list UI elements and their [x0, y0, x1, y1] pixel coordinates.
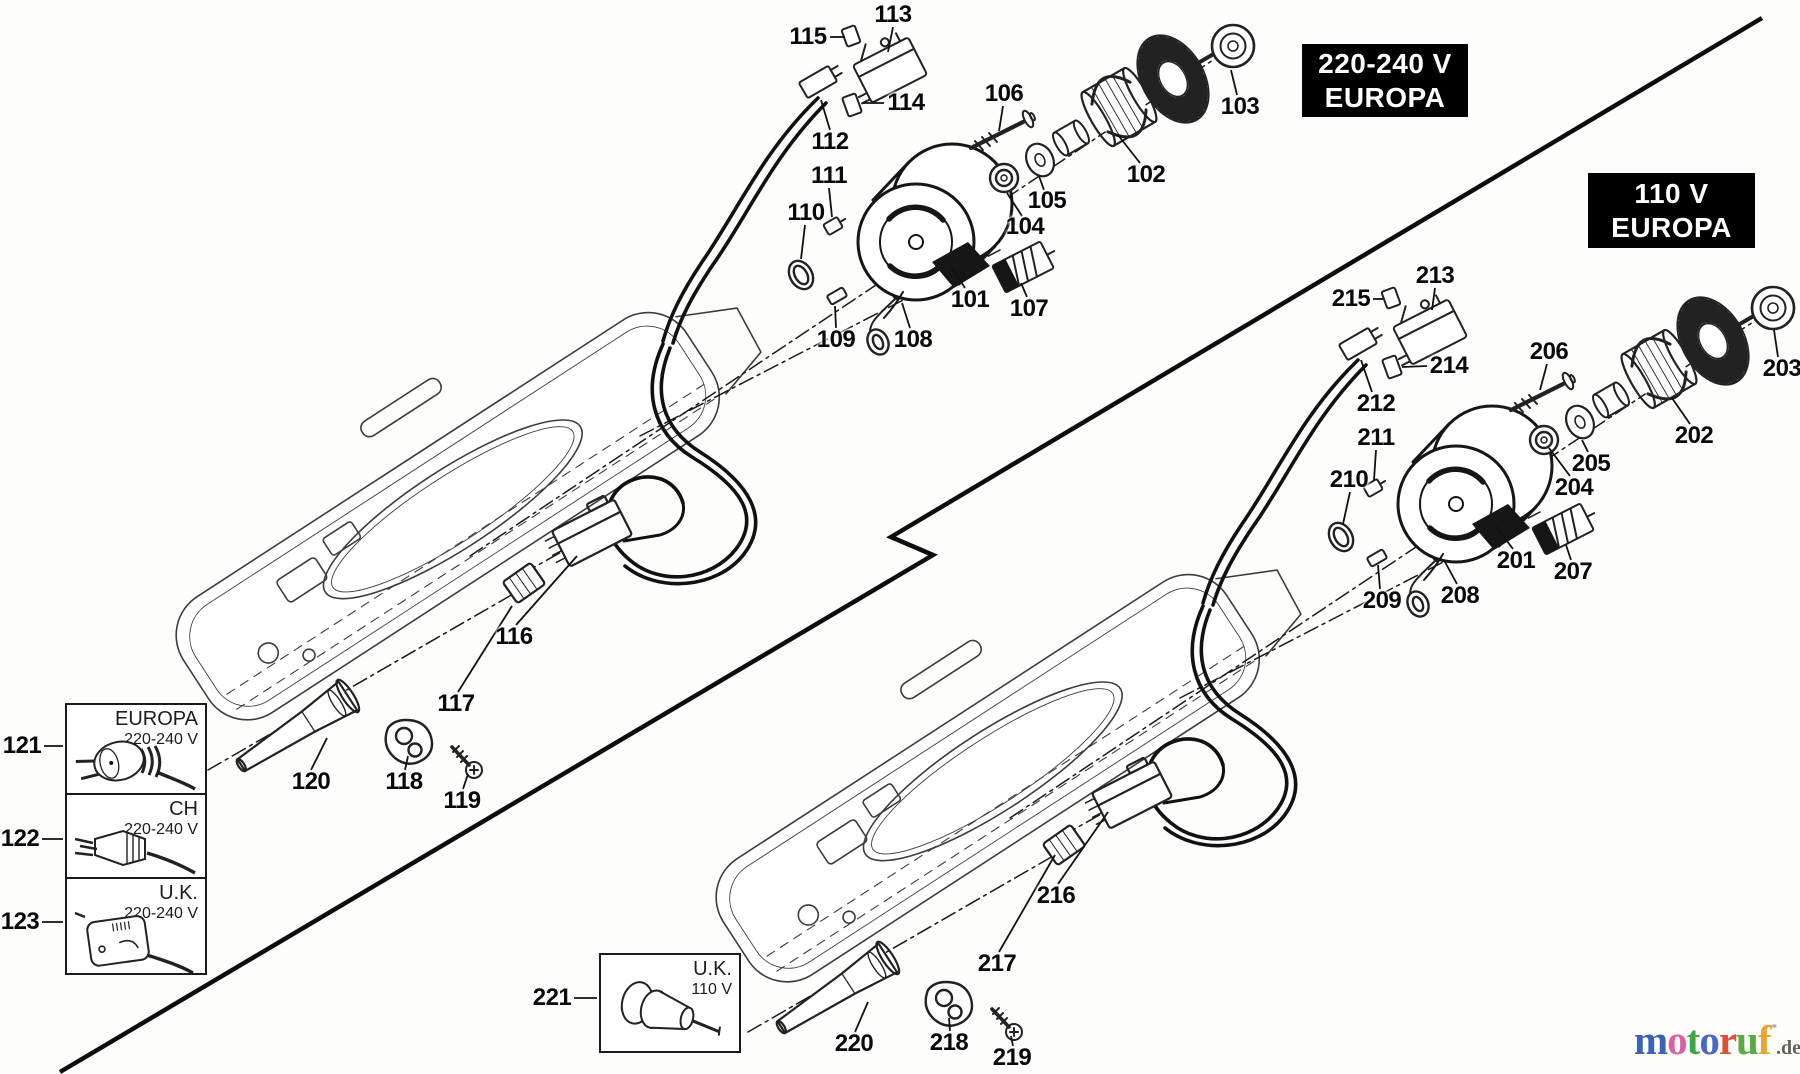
clamp-screw-drawing — [450, 745, 483, 779]
leader-line-214 — [1401, 365, 1428, 368]
leader-line-108 — [901, 302, 911, 329]
logo-letter: m — [1634, 1017, 1668, 1063]
plug-voltage-label: 220-240 V — [124, 731, 198, 748]
leader-line-220 — [854, 1001, 869, 1033]
leader-line-206 — [1539, 363, 1548, 391]
plug-cell-uk110: U.K. 110 V — [601, 955, 739, 1051]
badge-region-text: EUROPA — [1611, 211, 1732, 243]
plug-region-label: U.K. — [693, 958, 732, 980]
leader-line-207 — [1565, 544, 1572, 561]
logo-letter: o — [1667, 1017, 1687, 1063]
logo-letter: o — [1699, 1017, 1719, 1063]
plug-region-label: EUROPA — [115, 708, 198, 730]
leader-line-219 — [1010, 1035, 1014, 1047]
leader-line-211 — [1373, 449, 1377, 481]
plug-voltage-label: 110 V — [691, 981, 732, 998]
leader-line-119 — [462, 773, 469, 790]
leader-line-112 — [820, 99, 831, 131]
ch-plug-illustration — [74, 829, 196, 875]
grommet-drawing — [502, 562, 546, 604]
terminal2-drawing — [826, 286, 848, 306]
leader-line-201 — [1494, 524, 1514, 550]
o-ring-drawing — [787, 259, 815, 291]
leader-line-120 — [310, 737, 328, 771]
insert-plate2-drawing — [841, 92, 863, 118]
leader-line-117 — [457, 605, 513, 693]
leader-line-204 — [1548, 447, 1571, 477]
armature-drawing — [1052, 34, 1219, 157]
motor-field-drawing — [856, 142, 1014, 319]
insert-plate-drawing — [840, 24, 862, 48]
logo-letter: u — [1736, 1017, 1759, 1063]
logo-letter: f — [1757, 1017, 1772, 1063]
exploded-view-110v — [668, 285, 1794, 1045]
exploded-view-220-240v — [175, 23, 1256, 779]
plug-region-label: U.K. — [159, 882, 198, 904]
logo-trademark: * — [1771, 1022, 1776, 1034]
leader-line-218 — [948, 1017, 951, 1032]
plug-region-label: CH — [169, 798, 198, 820]
leader-line-105 — [1038, 175, 1045, 191]
leader-line-213 — [1431, 287, 1436, 311]
leader-line-210 — [1342, 491, 1351, 525]
badge-region-text: EUROPA — [1324, 81, 1446, 113]
leader-line-110 — [800, 224, 806, 260]
leader-line-102 — [1117, 134, 1141, 164]
cable-drawing — [604, 96, 828, 586]
voltage-badge-110: 110 V EUROPA — [1588, 173, 1755, 248]
plug-variants-legend: EUROPA 220-240 V CH 220-240 V — [65, 703, 207, 975]
variant-divider-line — [58, 16, 1764, 1074]
wire-ring-drawing — [866, 328, 890, 356]
leader-line-203 — [1773, 329, 1779, 358]
leader-line-118 — [404, 755, 409, 771]
lead-connector-drawing — [798, 65, 843, 99]
badge-voltage-text: 110 V — [1634, 177, 1709, 209]
leader-line-107 — [1020, 282, 1028, 298]
washer-drawing — [1024, 142, 1056, 178]
logo-letter: t — [1686, 1017, 1701, 1063]
logo-domain-suffix: .de — [1775, 1037, 1800, 1059]
leader-line-208 — [1444, 561, 1458, 585]
plug-cell-europa: EUROPA 220-240 V — [67, 705, 205, 795]
leader-line-209 — [1377, 564, 1381, 590]
voltage-badge-220-240: 220-240 V EUROPA — [1302, 44, 1468, 117]
leader-line-217 — [998, 854, 1056, 953]
leader-line-103 — [1230, 69, 1238, 96]
leader-line-113 — [887, 26, 894, 53]
leader-line-205 — [1581, 439, 1589, 453]
leader-line-216 — [1057, 811, 1109, 885]
leader-line-104 — [1006, 192, 1023, 217]
leader-line-109 — [834, 305, 837, 329]
leader-lines — [42, 26, 1779, 1047]
plug-voltage-label: 220-240 V — [124, 821, 198, 838]
terminal-drawing — [822, 216, 847, 236]
plug-cell-uk: U.K. 220-240 V — [67, 879, 205, 973]
badge-voltage-text: 220-240 V — [1318, 47, 1452, 79]
housing-drawing — [175, 307, 762, 721]
cable-clamp-drawing — [384, 718, 434, 765]
leader-line-111 — [828, 187, 833, 218]
bearing-small-drawing — [988, 162, 1020, 194]
leader-line-212 — [1360, 359, 1373, 393]
leader-line-101 — [949, 264, 966, 289]
uk-plug-illustration — [74, 911, 194, 973]
uk-110v-connector-illustration — [620, 981, 721, 1036]
europa-plug-illustration — [75, 740, 196, 791]
brush-holder-drawing — [991, 241, 1056, 293]
switch-drawing — [852, 32, 928, 105]
cord-guard-drawing — [235, 678, 361, 773]
leader-line-106 — [998, 105, 1004, 132]
terminal-block-drawing — [544, 494, 633, 567]
fan-drawing — [1136, 34, 1210, 124]
logo-letter: r — [1718, 1017, 1737, 1063]
uk-110v-box: U.K. 110 V — [599, 953, 741, 1053]
long-screw-drawing — [968, 109, 1036, 151]
leader-line-116 — [515, 555, 578, 626]
ball-bearing-drawing — [1210, 23, 1256, 69]
plug-cell-ch: CH 220-240 V — [67, 795, 205, 879]
leader-line-202 — [1671, 397, 1691, 425]
